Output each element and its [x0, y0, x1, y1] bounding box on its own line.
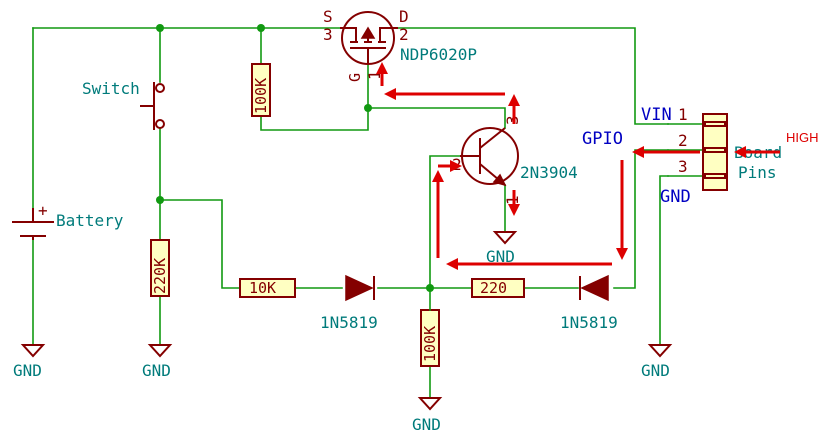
resistor-value: 10K	[249, 279, 276, 297]
gnd-symbol-battery: GND	[13, 344, 46, 380]
connector-board-pins: 1 2 3 Board Pins	[678, 105, 782, 191]
switch: Switch	[82, 79, 165, 130]
resistor-value: 220	[480, 279, 507, 297]
arrowhead	[432, 170, 444, 182]
junction-dot	[364, 104, 372, 112]
connector-pin-2: 2	[678, 131, 688, 150]
junction-dot	[156, 196, 164, 204]
gnd-label: GND	[412, 415, 441, 434]
resistor-value: 100K	[252, 78, 270, 114]
mosfet-pin-1: 1	[365, 70, 384, 80]
wires	[32, 27, 706, 399]
resistor-body	[471, 278, 525, 298]
mosfet-pin-3: 3	[323, 25, 333, 44]
diode-triangle	[345, 274, 374, 302]
connector-pin	[704, 121, 726, 127]
signal-flow-arrows	[376, 62, 780, 270]
wire-top-rail-right	[397, 27, 669, 125]
switch-contact-top	[155, 83, 165, 93]
junction-dot	[257, 24, 265, 32]
connector-pin	[704, 147, 726, 153]
gnd-triangle	[20, 344, 46, 358]
battery-label: Battery	[56, 211, 124, 230]
transistor-emitter-arrow	[492, 173, 507, 187]
gnd-symbol-emitter: GND	[486, 231, 518, 266]
transistor-ref: 2N3904	[520, 163, 578, 182]
mosfet-pin-s: S	[323, 7, 333, 26]
gnd-symbol-pulldown: GND	[412, 397, 443, 434]
gnd-symbol-connector: GND	[641, 344, 673, 380]
wire-diode2-to-gpio	[613, 149, 669, 289]
mosfet-ndp6020p: S D 3 2 G 1 NDP6020P	[323, 7, 477, 82]
junction-dot	[156, 24, 164, 32]
resistor-body	[150, 239, 170, 297]
resistor-gpio-220: 220	[471, 278, 525, 298]
arrowhead	[384, 88, 396, 100]
gnd-triangle	[647, 344, 673, 358]
net-label-vin: VIN	[641, 105, 672, 125]
switch-label: Switch	[82, 79, 140, 98]
arrowhead	[446, 258, 458, 270]
resistor-value: 220K	[151, 258, 169, 294]
mosfet-pin-2: 2	[399, 25, 409, 44]
resistor-pulldown-100k: 100K	[420, 309, 440, 367]
wire-gate	[367, 57, 506, 129]
connector-pin-1: 1	[678, 105, 688, 124]
net-label-gnd-connector: GND	[660, 187, 691, 207]
diode-1n5819-right: 1N5819	[560, 274, 618, 332]
junctions	[156, 24, 434, 292]
resistor-body	[251, 63, 271, 117]
connector-label-line2: Pins	[738, 163, 777, 182]
wire-connector-pins	[667, 123, 706, 177]
resistor-divider-220k: 220K	[150, 239, 170, 297]
arrowhead	[616, 248, 628, 260]
diode-ref: 1N5819	[320, 313, 378, 332]
gnd-triangle	[492, 231, 518, 245]
mosfet-source-lead	[340, 27, 357, 42]
diode-triangle	[580, 274, 609, 302]
gnd-symbols: GND GND GND GND GND	[13, 231, 673, 434]
mosfet-arrow	[360, 26, 376, 39]
gnd-label: GND	[13, 361, 42, 380]
switch-contact-bottom	[155, 119, 165, 129]
battery-plus-sign: +	[38, 201, 48, 220]
gnd-label: GND	[142, 361, 171, 380]
wire-base	[429, 155, 461, 289]
arrowhead	[734, 146, 746, 158]
mosfet-pin-g: G	[346, 73, 364, 82]
mosfet-drain-lead	[379, 27, 398, 42]
wire-divider-right	[159, 199, 241, 289]
resistor-value: 100K	[421, 326, 439, 362]
arrowhead	[508, 204, 520, 216]
wire-gate-resistor-bottom	[260, 107, 369, 131]
diode-ref: 1N5819	[560, 313, 618, 332]
arrowhead	[376, 62, 388, 74]
net-label-gpio: GPIO	[582, 129, 623, 149]
battery: + Battery	[12, 201, 124, 240]
gnd-label: GND	[486, 247, 515, 266]
annotation-high: HIGH	[786, 130, 819, 145]
resistor-series-10k: 10K	[239, 278, 296, 298]
arrowhead	[450, 160, 462, 172]
diode-1n5819-left: 1N5819	[320, 274, 378, 332]
resistor-gate-100k: 100K	[251, 63, 271, 117]
wire-connector-gnd	[659, 175, 669, 346]
gnd-label: GND	[641, 361, 670, 380]
transistor-collector	[479, 127, 506, 149]
mosfet-ref: NDP6020P	[400, 45, 477, 64]
gnd-triangle	[147, 344, 173, 358]
mosfet-pin-d: D	[399, 7, 409, 26]
arrowhead	[632, 146, 644, 158]
connector-pin-3: 3	[678, 157, 688, 176]
connector-pin	[704, 173, 726, 179]
resistor-body	[239, 278, 296, 298]
gnd-triangle	[417, 397, 443, 411]
gnd-symbol-divider: GND	[142, 344, 173, 380]
arrowhead	[508, 94, 520, 106]
